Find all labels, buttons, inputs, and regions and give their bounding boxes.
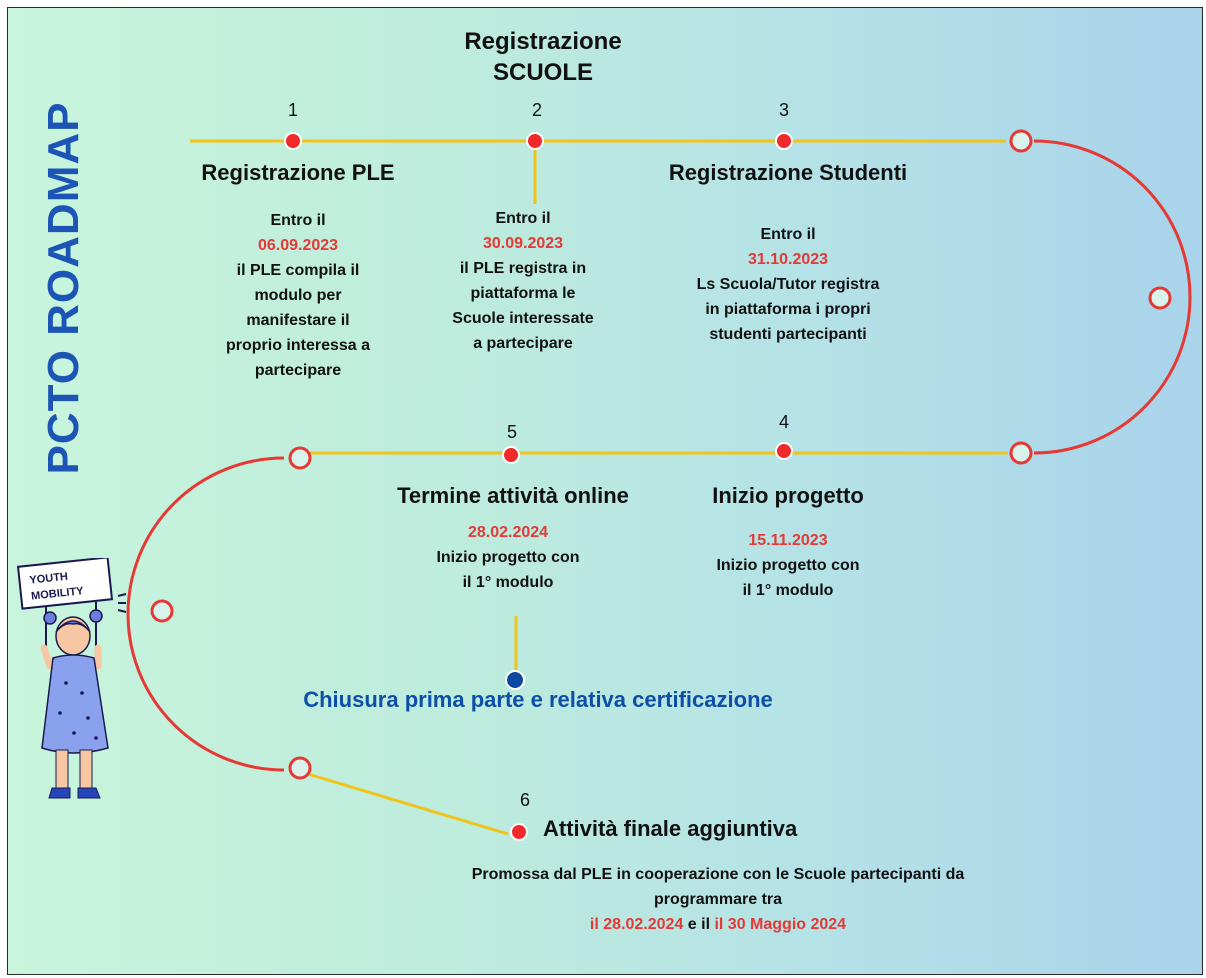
roadmap-canvas: PCTO ROADMAP Registrazione SCUOLE 1 2 3 … — [7, 7, 1203, 975]
sign-board — [16, 558, 114, 610]
step-2-dot — [526, 132, 544, 150]
step-1-number: 1 — [287, 100, 298, 120]
waypoint-circle-middle-left — [288, 446, 312, 470]
step-3-title: Registrazione Studenti — [668, 160, 908, 185]
step-2-number: 2 — [531, 100, 542, 120]
step-5-dot — [502, 446, 520, 464]
header-registrazione-scuole: Registrazione SCUOLE — [464, 28, 622, 86]
step-3-dot — [775, 132, 793, 150]
left-curve — [126, 456, 285, 772]
waypoint-circle-middle-right — [1009, 441, 1033, 465]
step-6-number: 6 — [519, 790, 530, 810]
step-1-title: Registrazione PLE — [201, 160, 395, 185]
sign-text-1: YOUTH — [29, 571, 69, 587]
waypoint-circle-top-right — [1009, 129, 1033, 153]
step-6-dot — [510, 823, 528, 841]
waypoint-circle-left — [150, 599, 174, 623]
waypoint-circle-right — [1148, 286, 1172, 310]
bottom-line — [307, 772, 509, 836]
step-4-dot — [775, 442, 793, 460]
step-4-title: Inizio progetto — [712, 483, 864, 508]
closure-dot — [505, 670, 525, 690]
step-3-number: 3 — [778, 100, 789, 120]
right-curve — [1033, 139, 1192, 455]
page-title: PCTO ROADMAP — [39, 101, 88, 475]
step-5-number: 5 — [506, 422, 517, 442]
step-6-text: Promossa dal PLE in cooperazione con le … — [471, 866, 965, 933]
step-1-text: Entro il 06.09.2023 il PLE compila il mo… — [225, 212, 371, 379]
closure-label: Chiusura prima parte e relativa certific… — [303, 687, 773, 712]
step-4-text: 15.11.2023 Inizio progetto con il 1° mod… — [716, 532, 860, 599]
youth-mobility-illustration: YOUTH MOBILITY — [16, 558, 127, 799]
waypoint-circle-bottom-left — [288, 756, 312, 780]
step-4-number: 4 — [778, 412, 789, 432]
step-1-dot — [284, 132, 302, 150]
step-5-text: 28.02.2024 Inizio progetto con il 1° mod… — [436, 524, 580, 591]
sign-text-2: MOBILITY — [31, 585, 85, 602]
step-5-title: Termine attività online — [397, 483, 629, 508]
step-6-title: Attività finale aggiuntiva — [543, 816, 798, 841]
step-2-text: Entro il 30.09.2023 il PLE registra in p… — [452, 210, 594, 352]
step-3-text: Entro il 31.10.2023 Ls Scuola/Tutor regi… — [696, 226, 880, 343]
roadmap-lines — [126, 129, 1192, 841]
